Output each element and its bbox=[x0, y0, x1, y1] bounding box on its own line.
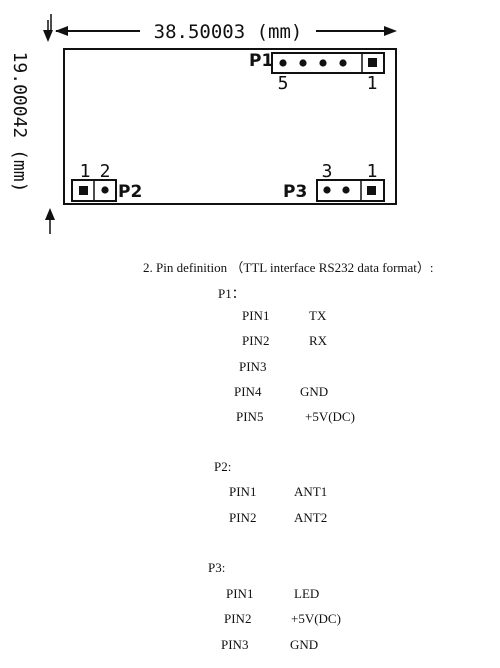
p3-pin2-icon bbox=[342, 186, 350, 194]
p3-housing bbox=[316, 179, 385, 202]
p1-pin3-icon bbox=[319, 59, 327, 67]
p1-pin2-func: RX bbox=[309, 333, 328, 348]
p3-pin2-name: PIN2 bbox=[224, 611, 252, 626]
p3-pin3-name: PIN3 bbox=[221, 637, 249, 652]
p3-pin2-func: +5V(DC) bbox=[291, 611, 341, 626]
board-dimension-drawing: 38.50003 (mm) 19.00042 (mm) P1 5 1 1 2 P… bbox=[9, 14, 397, 234]
p2-pin2-icon bbox=[101, 186, 109, 194]
p1-pin3-name: PIN3 bbox=[239, 359, 267, 374]
width-arrow-left-icon bbox=[55, 26, 68, 36]
p1-pin1-name: PIN1 bbox=[242, 308, 270, 323]
board-outline bbox=[63, 48, 397, 205]
height-arrow-top-icon bbox=[43, 30, 53, 42]
p3-pin1-square-icon bbox=[367, 186, 376, 195]
width-label: 38.50003 (mm) bbox=[154, 21, 303, 43]
p3-pin-left-label: 3 bbox=[322, 161, 333, 182]
width-arrow-right-icon bbox=[384, 26, 397, 36]
pin-definition-heading: 2. Pin definition （TTL interface RS232 d… bbox=[143, 260, 434, 275]
connector-p1: P1 5 1 bbox=[249, 51, 385, 94]
group-p3-title: P3: bbox=[208, 560, 226, 575]
p1-pin-left-label: 5 bbox=[278, 73, 289, 94]
p1-pin4-func: GND bbox=[300, 384, 329, 399]
p3-pin-right-label: 1 bbox=[367, 161, 378, 182]
group-p2-title: P2: bbox=[214, 459, 232, 474]
width-dimension: 38.50003 (mm) bbox=[50, 14, 397, 43]
p1-pin5-icon bbox=[279, 59, 287, 67]
p2-pin2-func: ANT2 bbox=[294, 510, 328, 525]
p2-name: P2 bbox=[118, 182, 142, 202]
p3-pin1-func: LED bbox=[294, 586, 320, 601]
p2-pin1-func: ANT1 bbox=[294, 484, 328, 499]
p1-pin5-name: PIN5 bbox=[236, 409, 264, 424]
p3-pin3-func: GND bbox=[290, 637, 319, 652]
p3-pin3-icon bbox=[323, 186, 331, 194]
group-p1-title: P1： bbox=[218, 286, 245, 301]
p1-pin5-func: +5V(DC) bbox=[305, 409, 355, 424]
p3-name: P3 bbox=[283, 182, 307, 202]
p1-pin2-name: PIN2 bbox=[242, 333, 270, 348]
connector-p3: 3 1 P3 bbox=[283, 161, 385, 202]
p2-pin2-name: PIN2 bbox=[229, 510, 257, 525]
p2-pin1-square-icon bbox=[79, 186, 88, 195]
height-dimension: 19.00042 (mm) bbox=[9, 20, 55, 234]
height-label: 19.00042 (mm) bbox=[9, 52, 30, 193]
p1-pin-right-label: 1 bbox=[367, 73, 378, 94]
p1-pin2-icon bbox=[339, 59, 347, 67]
p1-pin1-func: TX bbox=[309, 308, 327, 323]
p1-housing bbox=[271, 52, 385, 74]
p3-pin1-name: PIN1 bbox=[226, 586, 254, 601]
p2-pin1-name: PIN1 bbox=[229, 484, 257, 499]
p2-pin-left-label: 1 bbox=[80, 161, 91, 182]
connector-p2: 1 2 P2 bbox=[71, 161, 142, 202]
p1-pin4-icon bbox=[299, 59, 307, 67]
p1-name: P1 bbox=[249, 51, 273, 71]
p1-pin1-square-icon bbox=[368, 58, 377, 67]
p2-pin-right-label: 2 bbox=[100, 161, 111, 182]
height-arrow-bottom-icon bbox=[45, 208, 55, 220]
p1-pin4-name: PIN4 bbox=[234, 384, 262, 399]
